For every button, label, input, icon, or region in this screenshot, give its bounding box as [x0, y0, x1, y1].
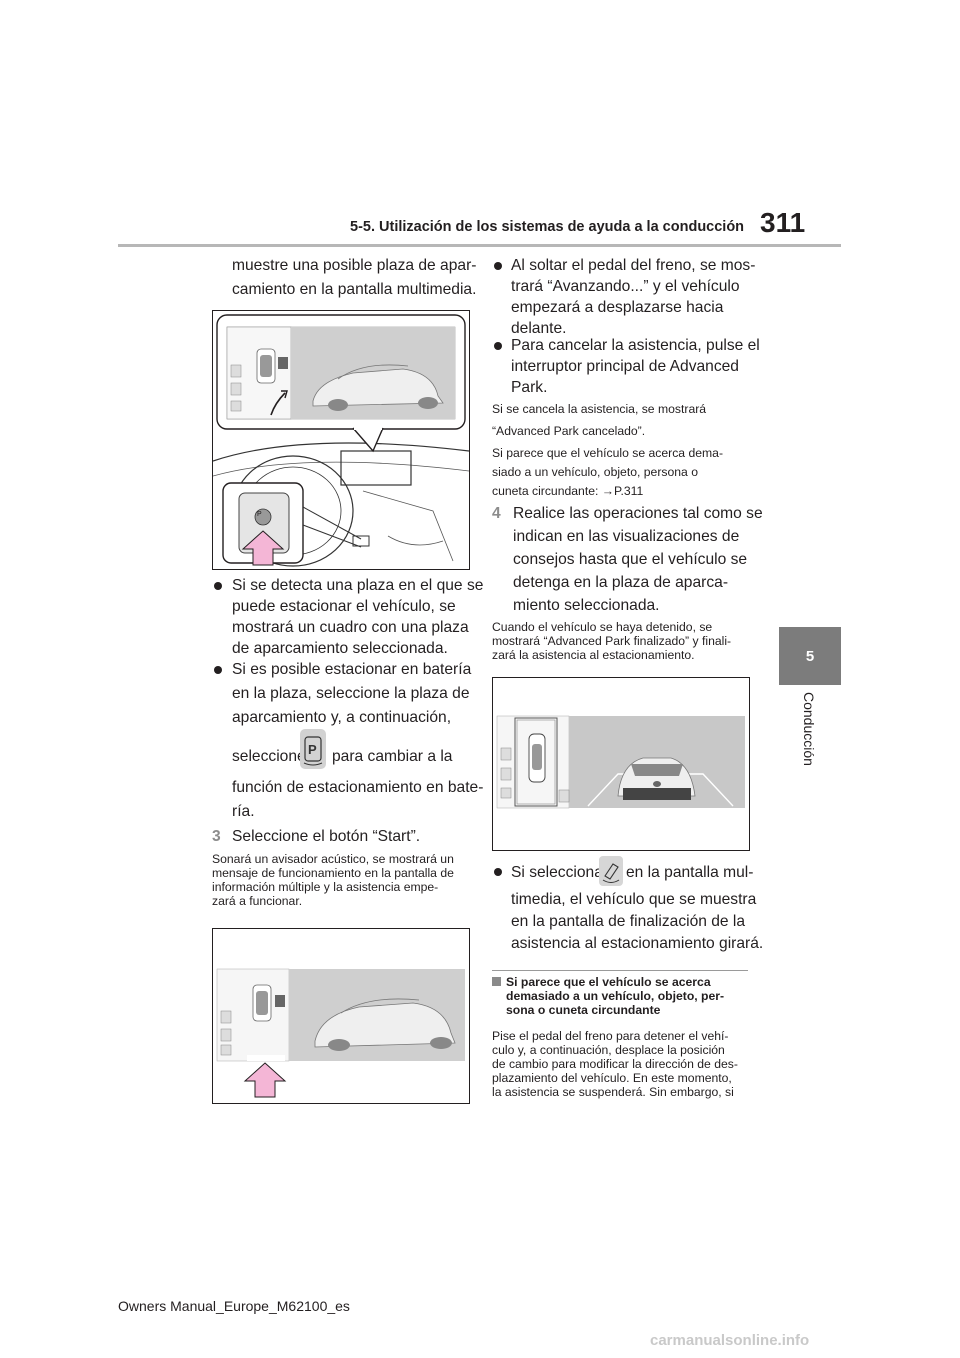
- right-bullet3-line2: en la pantalla de finalización de la: [511, 913, 746, 930]
- page-reference-link[interactable]: →P.311: [601, 484, 644, 498]
- step3-note-line3: información múltiple y la asistencia emp…: [212, 880, 439, 894]
- final-line1: Pise el pedal del freno para detener el …: [492, 1029, 729, 1043]
- right-bullet3-line1: timedia, el vehículo que se muestra: [511, 891, 757, 908]
- page-number: 311: [760, 207, 806, 238]
- header-divider: [118, 244, 841, 247]
- bullet-dot: [494, 262, 502, 270]
- step4-line2: indican en las visualizaciones de: [513, 528, 740, 545]
- step4-note-line2: mostrará “Advanced Park finalizado” y fi…: [492, 634, 732, 648]
- step3-note-line2: mensaje de funcionamiento en la pantalla…: [212, 866, 454, 880]
- left-bullet1-line2: puede estacionar el vehículo, se: [232, 598, 456, 615]
- left-bullet1-line3: mostrará un cuadro con una plaza: [232, 619, 469, 636]
- left-bullet2-select-before: seleccione: [232, 748, 306, 765]
- bullet-dot: [494, 342, 502, 350]
- left-bullet2-tail1: función de estacionamiento en bate-: [232, 779, 484, 796]
- final-line4: plazamiento del vehículo. En este moment…: [492, 1071, 732, 1085]
- parking-button-icon: P: [300, 729, 326, 769]
- chapter-number: 5: [805, 647, 815, 665]
- note2-line3: cuneta circundante: →P.311: [492, 484, 643, 498]
- bullet-dot: [214, 582, 222, 590]
- subhead-line1: Si parece que el vehículo se acerca: [506, 975, 711, 989]
- step3-number: 3: [212, 828, 221, 845]
- note1-line1: Si se cancela la asistencia, se mostrará: [492, 402, 707, 416]
- final-line5: la asistencia se suspenderá. Sin embargo…: [492, 1085, 734, 1099]
- step3-note-line1: Sonará un avisador acústico, se mostrará…: [212, 852, 454, 866]
- right-bullet3-before: Si selecciona: [511, 864, 603, 881]
- chapter-label: Conducción: [778, 692, 840, 772]
- step4-line5: miento seleccionada.: [513, 597, 660, 614]
- left-bullet2-line1: Si es posible estacionar en batería: [232, 661, 472, 678]
- svg-text:P: P: [257, 511, 262, 518]
- final-line3: de cambio para modificar la dirección de…: [492, 1057, 738, 1071]
- right-bullet1-line3: empezará a desplazarse hacia: [511, 299, 724, 316]
- dashboard-illustration: P: [212, 314, 470, 567]
- footer-manual-name: Owners Manual_Europe_M62100_es: [118, 1298, 350, 1314]
- left-bullet2-tail2: ría.: [232, 803, 255, 820]
- subsection-divider: [492, 970, 748, 971]
- section-title: 5-5. Utilización de los sistemas de ayud…: [350, 219, 745, 235]
- bullet-dot: [494, 868, 502, 876]
- right-bullet2-line1: Para cancelar la asistencia, pulse el: [511, 337, 760, 354]
- note2-line1: Si parece que el vehículo se acerca dema…: [492, 446, 724, 460]
- subhead-line3: sona o cuneta circundante: [506, 1003, 661, 1017]
- step4-line3: consejos hasta que el vehículo se: [513, 551, 748, 568]
- step4-line4: detenga en la plaza de aparca-: [513, 574, 729, 591]
- rotate-car-icon: [599, 856, 623, 886]
- step4-line1: Realice las operaciones tal como se: [513, 505, 763, 522]
- figure-finished-screen: [492, 677, 750, 851]
- step3-note-line4: zará a funcionar.: [212, 894, 303, 908]
- left-bullet1-line4: de aparcamiento seleccionada.: [232, 640, 448, 657]
- finished-screen-illustration: [496, 715, 745, 809]
- step4-note-line3: zará la asistencia al estacionamiento.: [492, 648, 695, 662]
- chapter-tab: 5: [779, 627, 841, 685]
- start-screen-illustration: [216, 968, 465, 1098]
- step3-text: Seleccione el botón “Start”.: [232, 828, 421, 845]
- chapter-label-text: Conducción: [801, 692, 817, 766]
- right-bullet2-line3: Park.: [511, 379, 548, 396]
- left-bullet1-line1: Si se detecta una plaza en el que se: [232, 577, 484, 594]
- intro-line-1: muestre una posible plaza de apar-: [232, 257, 477, 274]
- figure-start-screen: [212, 928, 470, 1104]
- right-bullet1-line1: Al soltar el pedal del freno, se mos-: [511, 257, 756, 274]
- note2-line3-prefix: cuneta circundante:: [492, 484, 602, 498]
- left-bullet2-line2: en la plaza, seleccione la plaza de: [232, 685, 470, 702]
- note1-line2: “Advanced Park cancelado”.: [492, 424, 646, 438]
- watermark: carmanualsonline.info: [650, 1332, 810, 1349]
- note2-line2: siado a un vehículo, objeto, persona o: [492, 465, 698, 479]
- section-square-icon: [492, 977, 501, 986]
- right-bullet1-line2: trará “Avanzando...” y el vehículo: [511, 278, 740, 295]
- right-bullet3-after: en la pantalla mul-: [626, 864, 754, 881]
- left-bullet2-line3: aparcamiento y, a continuación,: [232, 709, 452, 726]
- step4-number: 4: [492, 505, 501, 522]
- figure-dashboard: P: [212, 310, 470, 570]
- right-bullet3-line3: asistencia al estacionamiento girará.: [511, 935, 764, 952]
- svg-text:P: P: [308, 742, 317, 757]
- right-bullet2-line2: interruptor principal de Advanced: [511, 358, 739, 375]
- bullet-dot: [214, 666, 222, 674]
- subhead-line2: demasiado a un vehículo, objeto, per-: [506, 989, 725, 1003]
- right-bullet1-line4: delante.: [511, 320, 567, 337]
- intro-line-2: camiento en la pantalla multimedia.: [232, 281, 477, 298]
- step4-note-line1: Cuando el vehículo se haya detenido, se: [492, 620, 713, 634]
- final-line2: culo y, a continuación, desplace la posi…: [492, 1043, 725, 1057]
- left-bullet2-select-after: para cambiar a la: [332, 748, 453, 765]
